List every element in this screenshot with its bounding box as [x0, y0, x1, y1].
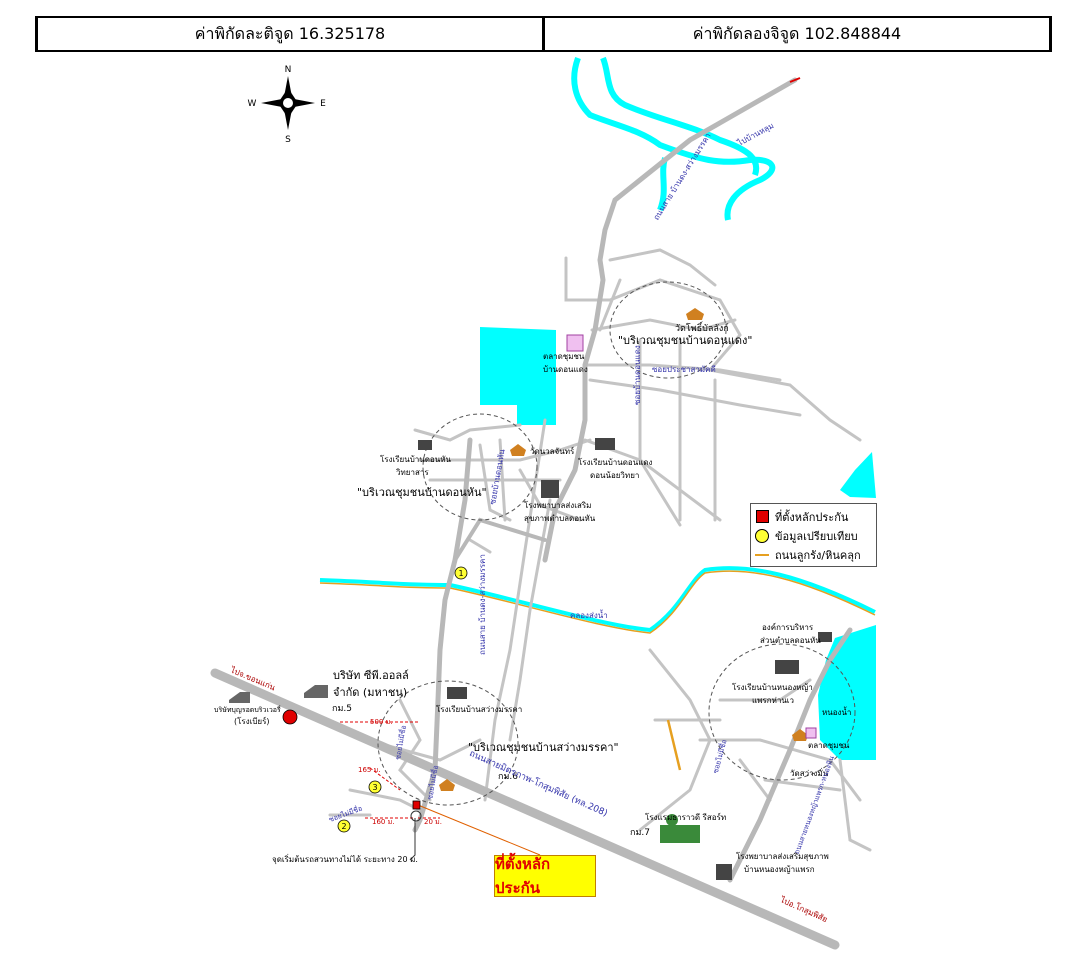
label-canal: คลองส่งน้ำ: [570, 609, 608, 620]
temple-icon: [439, 308, 808, 791]
label-village-donhan: "บริเวณชุมชนบ้านดอนหัน": [357, 486, 487, 499]
red-square-icon: [755, 510, 769, 523]
school-icon: [418, 438, 832, 699]
label-school-sawang: โรงเรียนบ้านสว่างมรรคา: [436, 704, 522, 714]
factory-icon: [229, 685, 328, 703]
label-school-donhan-2: วิทยาสาร: [395, 468, 429, 477]
collateral-location-callout: ที่ตั้งหลักประกัน: [494, 855, 596, 897]
label-km5: กม.5: [332, 704, 352, 714]
label-school-dondaeng: โรงเรียนบ้านดอนแดง: [578, 457, 653, 467]
label-company-1: บริษัท ซีพี.ออลล์: [333, 669, 409, 682]
orange-line-icon: [755, 553, 769, 556]
yellow-circle-icon: [755, 528, 769, 543]
longitude-label: ค่าพิกัดลองจิจูด 102.848844: [542, 18, 1049, 50]
collateral-marker-icon[interactable]: [412, 800, 421, 810]
hotel-icon: [660, 814, 700, 843]
label-dist-20: 20 ม.: [424, 818, 442, 826]
label-hospital-2b: บ้านหนองหญ้าแพรก: [744, 865, 815, 874]
label-market-2: บ้านดอนแดง: [543, 365, 588, 374]
market-icon: [566, 334, 817, 739]
label-road-top: ไปบ้านหลุม: [735, 121, 775, 148]
label-dist-160: 160 ม.: [372, 818, 394, 826]
label-temple-sawang: วัดสว่างมั่น: [790, 767, 829, 778]
latitude-label: ค่าพิกัดละติจูด 16.325178: [194, 23, 386, 43]
coordinate-header: ค่าพิกัดละติจูด 16.325178 ค่าพิกัดลองจิจ…: [35, 16, 1052, 52]
label-sao-2: ส่วนตำบลดอนหัน: [760, 636, 821, 645]
main-roads: [210, 77, 853, 950]
water-bodies: [480, 56, 876, 760]
label-company-1b: จำกัด (มหาชน): [333, 686, 407, 699]
label-hospital-1b: สุขภาพตำบลดอนหัน: [524, 514, 596, 523]
compass-n: N: [285, 65, 292, 75]
hospital-icon: [541, 480, 732, 880]
legend-label-comparable: ข้อมูลเปรียบเทียบ: [775, 529, 858, 543]
label-dist-165: 165 ม.: [358, 766, 380, 774]
label-km6: กม.6: [498, 772, 518, 782]
label-highway: ถนนสายมิตรภาพ-โกสุมพิสัย (ทล.208): [468, 748, 610, 819]
distance-lines: [340, 721, 440, 819]
label-school-donhan: โรงเรียนบ้านดอนหัน: [380, 454, 451, 464]
compass-w: W: [248, 99, 257, 109]
comparable-marker-3[interactable]: 3: [368, 780, 382, 794]
gravel-road: [666, 719, 682, 771]
label-school-nongya-2: แพรกห่านเว: [752, 696, 794, 705]
label-dist-500: 500 ม.: [370, 718, 392, 726]
label-company-2b: (โรงเบียร์): [234, 716, 270, 726]
legend-row-comparable: ข้อมูลเปรียบเทียบ: [755, 526, 872, 545]
label-hospital-2: โรงพยาบาลส่งเสริมสุขภาพ: [736, 851, 829, 861]
label-company-2: บริษัทบุญรอดบริวเวอรี่: [214, 705, 281, 714]
comparable-marker-2[interactable]: 2: [337, 819, 351, 833]
svg-text:3: 3: [372, 783, 377, 792]
community-circles: [377, 281, 856, 806]
legend-row-gravel: ถนนลูกรัง/หินคลุก: [755, 545, 872, 564]
svg-text:2: 2: [341, 822, 346, 831]
label-school-dondaeng-2: ดอนน้อยวิทยา: [590, 471, 639, 480]
label-pond: หนองน้ำ: [822, 706, 851, 717]
label-temple-donhan: วัดนวลจันทร์: [530, 446, 575, 456]
svg-text:1: 1: [458, 569, 463, 578]
legend-row-collateral: ที่ตั้งหลักประกัน: [755, 507, 872, 526]
gas-station-icon: [282, 709, 298, 725]
label-school-nongya: โรงเรียนบ้านหนองหญ้า: [732, 682, 813, 692]
map-legend: ที่ตั้งหลักประกัน ข้อมูลเปรียบเทียบ ถนนล…: [750, 503, 877, 567]
compass-rose-icon: N S W E: [248, 65, 327, 145]
label-temple-pho: วัดโพธิ์บัลลังก์: [675, 321, 729, 334]
label-start-note: จุดเริ่มต้นรถสวนทางไม่ได้ ระยะทาง 20 ม.: [272, 853, 418, 864]
label-soi-nongya: ซอยไม่มีชื่อ: [711, 738, 729, 774]
label-village-dondaeng: "บริเวณชุมชนบ้านดอนแดง": [618, 334, 752, 347]
legend-label-collateral: ที่ตั้งหลักประกัน: [775, 510, 849, 524]
label-market: ตลาดชุมชน: [543, 352, 585, 361]
label-soi-1: ซอยประชาสามัคคี: [652, 365, 716, 374]
label-sao-1: องค์การบริหาร: [762, 622, 814, 632]
label-market-2b: ตลาดชุมชน: [808, 741, 850, 750]
label-hospital-1: โรงพยาบาลส่งเสริม: [524, 500, 591, 510]
comparable-marker-1[interactable]: 1: [454, 566, 468, 580]
label-hotel: โรงแรมธาราวดี รีสอร์ท: [645, 812, 726, 822]
canal-line: [319, 566, 876, 633]
label-soi-2: ซอยบ้านดอนแดง: [633, 345, 642, 405]
legend-label-gravel: ถนนลูกรัง/หินคลุก: [775, 548, 861, 562]
compass-e: E: [320, 99, 326, 109]
compass-s: S: [285, 135, 291, 145]
label-road-east: ถนนสาย บ้านดง-สว่างมรรคา: [478, 554, 487, 655]
label-km7: กม.7: [630, 828, 650, 838]
label-village-sawang: "บริเวณชุมชนบ้านสว่างมรรคา": [468, 741, 619, 754]
